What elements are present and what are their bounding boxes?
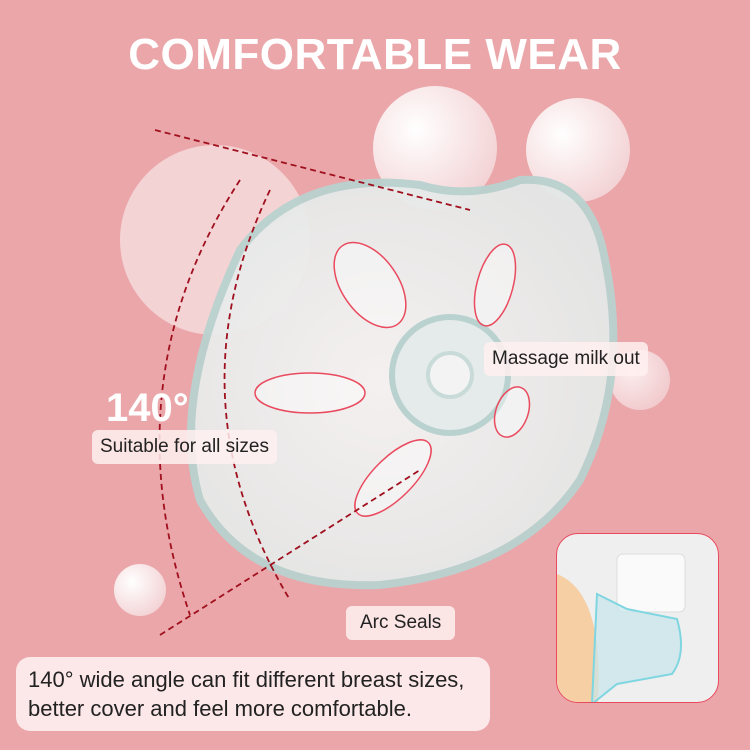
label-suitable: Suitable for all sizes xyxy=(92,430,277,464)
bubble xyxy=(373,86,497,210)
angle-lines xyxy=(154,129,471,636)
product-inset-image xyxy=(556,533,719,703)
bubble xyxy=(526,98,630,202)
pump-body xyxy=(591,592,682,702)
caption: 140° wide angle can fit different breast… xyxy=(16,657,490,731)
massage-pads xyxy=(254,241,531,517)
label-arc-seals: Arc Seals xyxy=(346,606,456,640)
caption-line-2: better cover and feel more comfortable. xyxy=(28,696,412,721)
caption-line-1: 140° wide angle can fit different breast… xyxy=(28,667,465,692)
label-massage: Massage milk out xyxy=(484,342,648,376)
page-title: COMFORTABLE WEAR xyxy=(128,30,622,79)
breast-shape xyxy=(557,574,599,702)
bubble xyxy=(114,564,166,616)
pump-motor xyxy=(616,553,686,613)
angle-value: 140° xyxy=(106,386,189,430)
